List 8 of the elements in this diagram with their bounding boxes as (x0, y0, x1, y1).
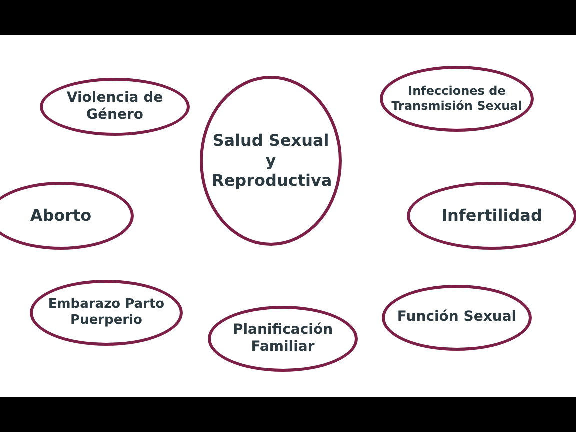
topic-label: Infertilidad (442, 206, 542, 226)
topic-label: Infecciones de Transmisión Sexual (390, 84, 524, 114)
topic-label: Planificación Familiar (232, 322, 334, 356)
main-topic: Salud Sexual y Reproductiva (212, 131, 330, 191)
topic-label: Embarazo Parto Puerperio (47, 296, 166, 330)
topic-label: Violencia de Género (66, 90, 164, 124)
topic-label: Aborto (30, 206, 92, 226)
topic-label: Función Sexual (397, 309, 517, 327)
